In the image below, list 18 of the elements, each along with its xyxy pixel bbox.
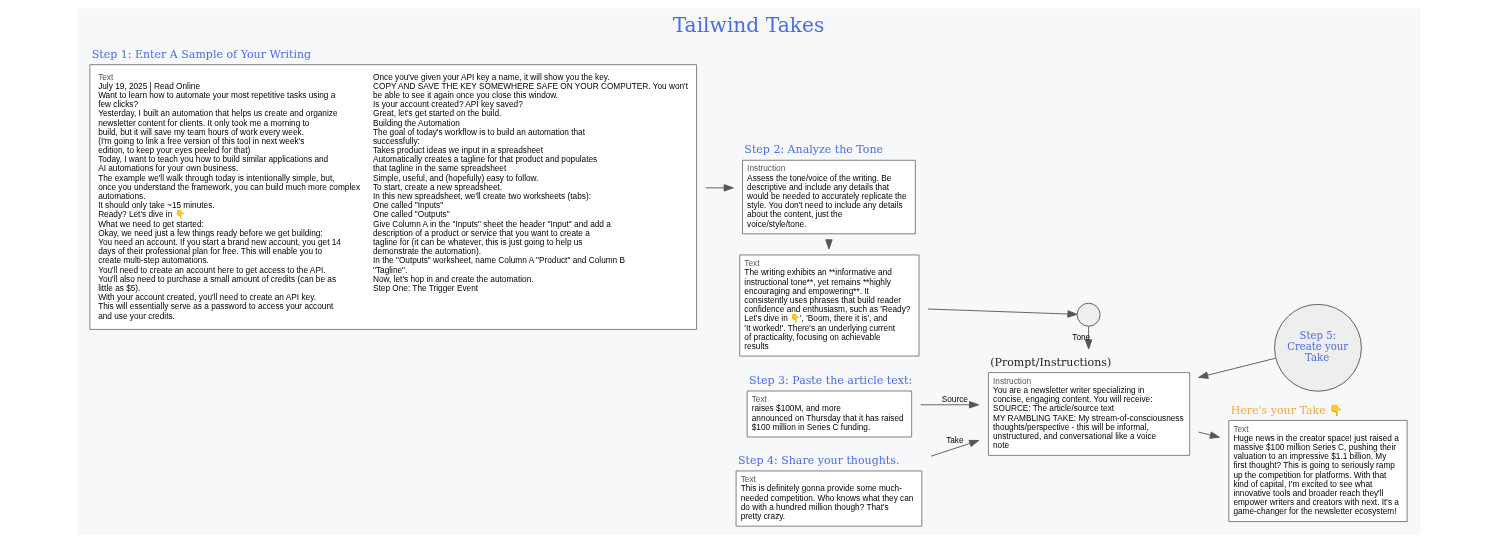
node-label: Step 2: Analyze the Tone: [743, 143, 883, 157]
arrow: [705, 184, 734, 192]
node-label: Step 3: Paste the article text:: [748, 374, 912, 388]
diagram-title: Tailwind Takes: [672, 12, 824, 37]
arrow: [1197, 431, 1220, 439]
arrow: [1197, 357, 1276, 379]
node-circle: [1076, 302, 1101, 327]
edge-label: Tone: [1071, 332, 1090, 342]
node-label: Here's your Take 👇: [1230, 403, 1343, 417]
arrow: [930, 439, 979, 457]
edge-label: Source: [941, 395, 968, 405]
node-label: Step 4: Share your thoughts.: [737, 454, 899, 468]
node-label: Step 1: Enter A Sample of Your Writing: [91, 47, 311, 61]
node-label: (Prompt/Instructions): [989, 355, 1111, 369]
node-circle: Step 5: Create your Take: [1273, 303, 1362, 392]
edge-label: Take: [945, 435, 964, 445]
arrow: [919, 401, 979, 409]
arrow: [927, 308, 1077, 318]
